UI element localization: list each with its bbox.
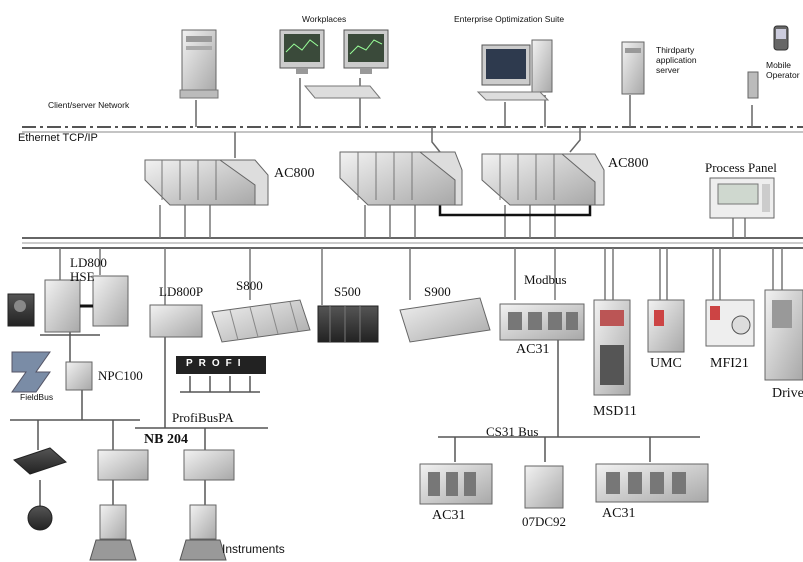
ld800p-device: [150, 305, 202, 337]
fieldbus-label: FieldBus: [20, 392, 53, 402]
workplace-monitor-1: [280, 30, 324, 74]
ac31-main-label: AC31: [516, 342, 549, 358]
cs31-bus-label: CS31 Bus: [486, 424, 538, 440]
profibus-pa-label: ProfiBusPA: [172, 410, 234, 426]
ac31-main-device: [500, 304, 584, 340]
s500-device: [318, 306, 378, 342]
mfi21-label: MFI21: [710, 356, 749, 372]
07dc92-device: [525, 466, 563, 508]
s800-device: [212, 300, 310, 342]
ethernet-backbone: [22, 127, 803, 132]
npc100-device: [66, 362, 92, 390]
workplaces-label: Workplaces: [302, 14, 346, 24]
ethernet-label: Ethernet TCP/IP: [18, 132, 98, 144]
ac800-rack-right: [482, 154, 604, 205]
top-connections: [196, 78, 752, 158]
ld800p-label: LD800P: [159, 284, 203, 300]
process-panel-device: [710, 178, 774, 218]
enterprise-suite-label: Enterprise Optimization Suite: [454, 14, 574, 24]
enterprise-workstation: [478, 40, 552, 100]
ac800-label-1: AC800: [274, 166, 314, 182]
ac31-left-device: [420, 464, 492, 504]
ac800-label-2: AC800: [608, 156, 648, 172]
controller-drops: [160, 205, 555, 238]
camera-device: [8, 294, 34, 326]
workplace-keyboard: [305, 86, 380, 98]
s500-label: S500: [334, 284, 361, 300]
umc-device: [648, 300, 684, 352]
drive-device: [765, 290, 803, 380]
mfi21-device: [706, 300, 754, 346]
workplace-monitor-2: [344, 30, 388, 74]
ac800-rack-left: [145, 160, 268, 205]
ac31-right-label: AC31: [602, 506, 635, 522]
msd11-device: [594, 300, 630, 395]
server-left: [180, 30, 218, 98]
nb204-label: NB 204: [144, 432, 188, 448]
thirdparty-server: [622, 42, 644, 94]
process-panel-label: Process Panel: [705, 160, 777, 176]
s900-label: S900: [424, 284, 451, 300]
07dc92-label: 07DC92: [522, 514, 566, 530]
msd11-label: MSD11: [593, 404, 637, 420]
ac31-right-device: [596, 464, 708, 502]
fieldbus-logo: [12, 352, 50, 392]
instruments-label: Instruments: [222, 542, 285, 556]
s900-device: [400, 298, 490, 342]
umc-label: UMC: [650, 356, 682, 372]
profibus-logo-text: PROFI: [186, 359, 247, 369]
ld800-hse-device: [45, 276, 128, 332]
modbus-label: Modbus: [524, 272, 567, 288]
instrument-nb204-1: [90, 450, 148, 560]
ld800-hse-label: LD800 HSE: [70, 256, 122, 284]
thirdparty-server-label: Thirdparty application server: [656, 45, 706, 75]
client-server-label: Client/server Network: [48, 100, 129, 110]
npc100-label: NPC100: [98, 368, 143, 384]
ac31-left-label: AC31: [432, 508, 465, 524]
ac800-rack-middle: [340, 152, 462, 205]
mobile-operator-label: Mobile Operator: [766, 60, 803, 80]
field-bus-rails: [22, 238, 803, 248]
drive-label: Drive: [772, 386, 803, 402]
s800-label: S800: [236, 278, 263, 294]
